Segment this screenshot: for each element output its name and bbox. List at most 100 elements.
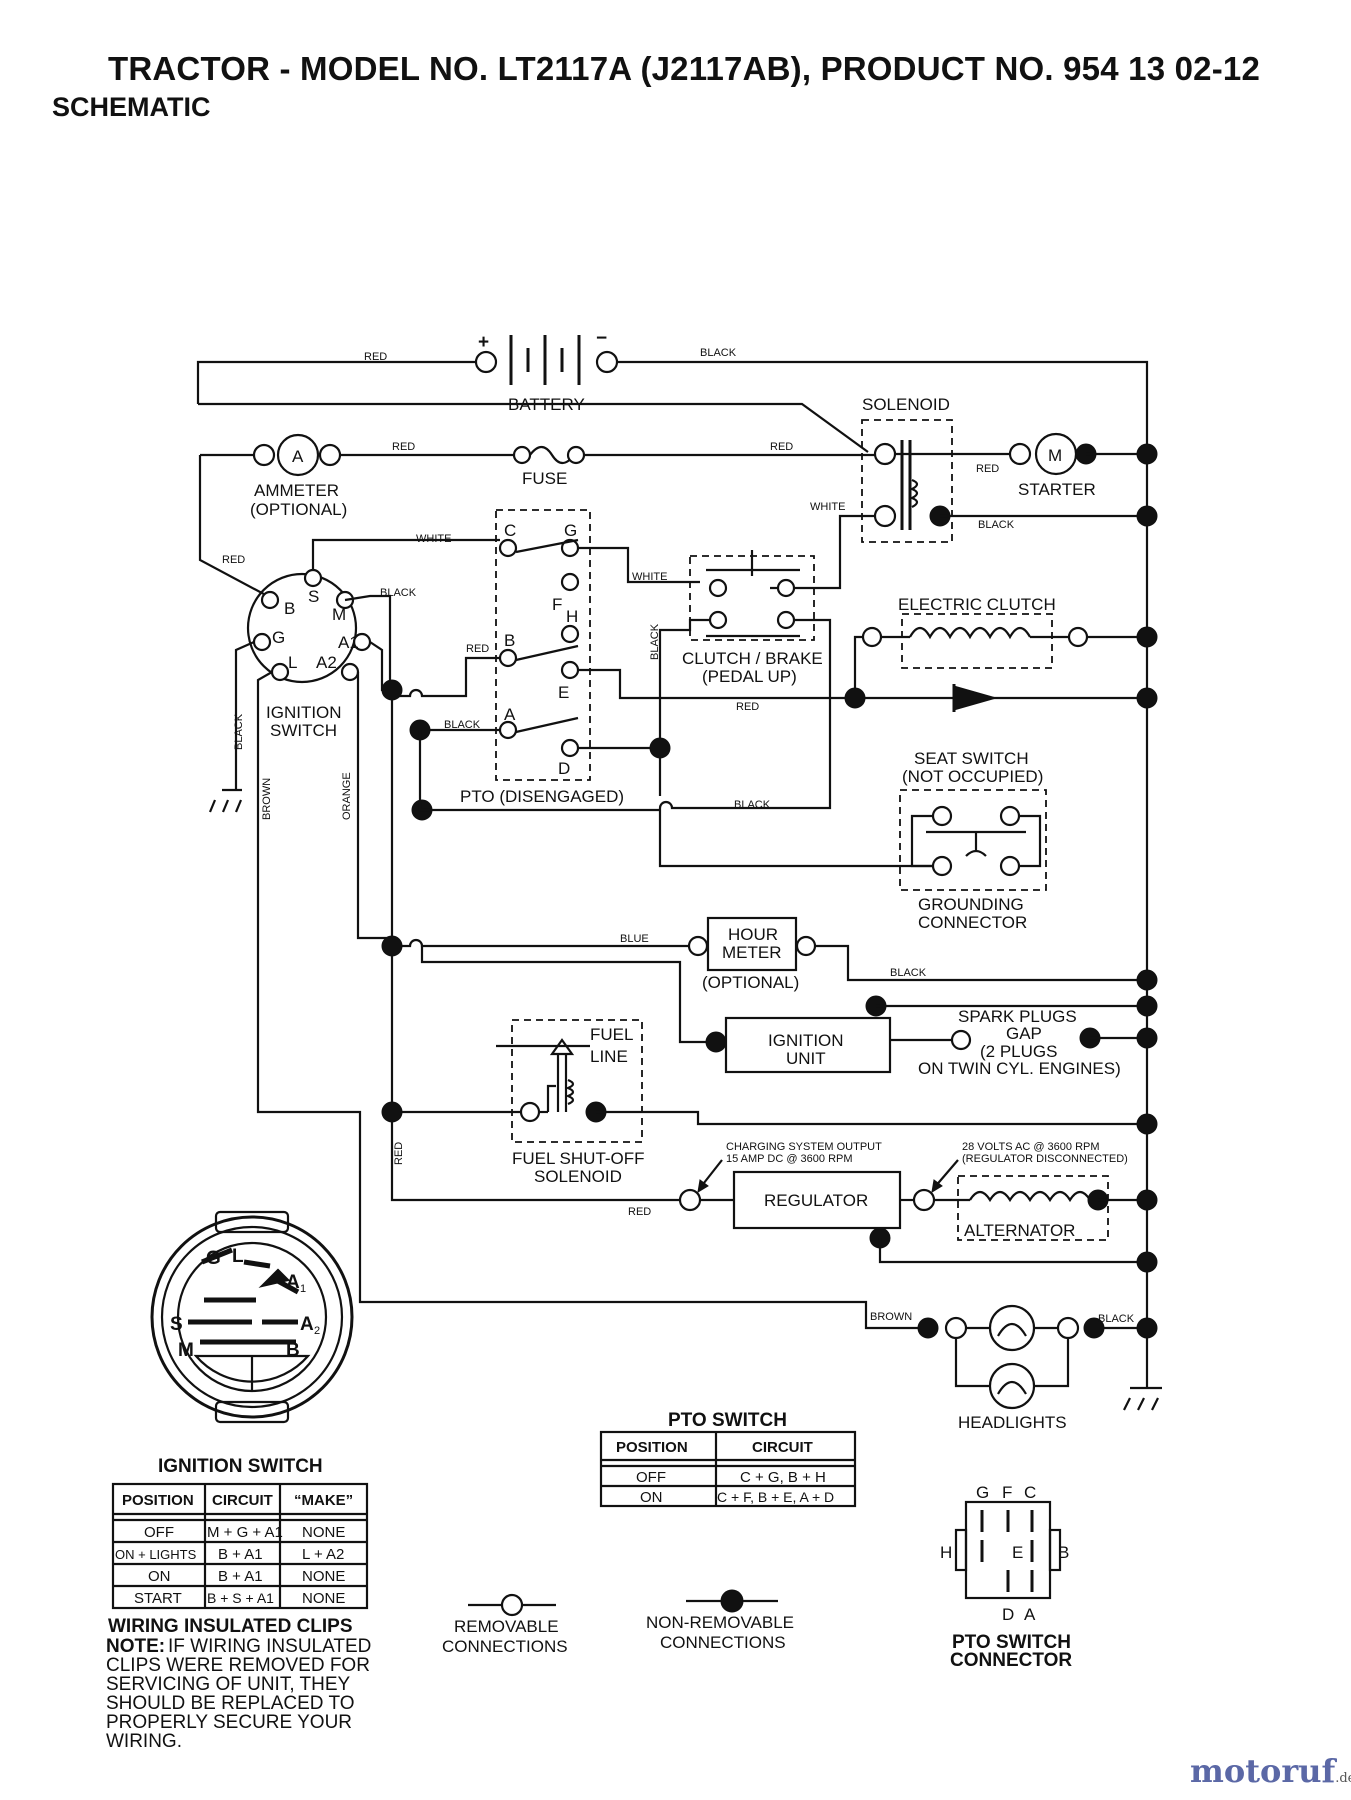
wire-label: RED (392, 441, 415, 453)
conn-e: E (1012, 1543, 1023, 1562)
conn-b: B (1058, 1543, 1069, 1562)
conn-title-2: CONNECTOR (950, 1650, 1072, 1671)
alternator-label: ALTERNATOR (964, 1221, 1075, 1240)
legend: REMOVABLE CONNECTIONS NON-REMOVABLE CONN… (442, 1589, 794, 1656)
seat-switch-label-2: (NOT OCCUPIED) (902, 767, 1043, 786)
face-g: G (206, 1248, 221, 1269)
solenoid: SOLENOID BLACK (861, 395, 1147, 543)
note-line: WIRING. (106, 1731, 182, 1752)
wire-label: BROWN (261, 778, 273, 820)
pto-terminal-a: A (504, 705, 516, 724)
starter: M STARTER RED (976, 432, 1147, 499)
wire-label: WHITE (632, 571, 667, 583)
face-m: M (178, 1340, 194, 1361)
pto-terminal-c: C (504, 521, 516, 540)
pto-th-position: POSITION (616, 1439, 688, 1456)
ign-th-make: “MAKE” (294, 1492, 353, 1509)
wire-label: BLUE (620, 933, 649, 945)
seat-switch: SEAT SWITCH (NOT OCCUPIED) GROUNDING CON… (658, 749, 1047, 932)
electric-clutch: ELECTRIC CLUTCH (853, 595, 1147, 698)
ignition-switch-face: G L A 1 S A 2 M B (150, 1210, 354, 1424)
grounding-label-1: GROUNDING (918, 895, 1024, 914)
note-line: PROPERLY SECURE YOUR (106, 1712, 352, 1733)
watermark-name: motoruf (1190, 1752, 1336, 1790)
conn-f: F (1002, 1483, 1012, 1502)
legend-nonremovable-1: NON-REMOVABLE (646, 1613, 794, 1632)
watermark-suffix: .de (1335, 1771, 1351, 1786)
ign-cell: L + A2 (302, 1546, 344, 1563)
wire-label: RED (393, 1142, 405, 1165)
ign-cell: OFF (144, 1524, 174, 1541)
diode (855, 684, 1147, 712)
volts-label-1: 28 VOLTS AC @ 3600 RPM (962, 1141, 1100, 1153)
conn-d: D (1002, 1605, 1014, 1624)
alternator: ALTERNATOR (934, 1175, 1147, 1241)
wire-label: BROWN (870, 1311, 912, 1323)
ign-cell: ON + LIGHTS (115, 1547, 197, 1562)
volts-label-2: (REGULATOR DISCONNECTED) (962, 1153, 1128, 1165)
wire-label: RED (466, 643, 489, 655)
ign-cell: M + G + A1 (207, 1524, 283, 1541)
ignition-unit: IGNITION UNIT SPARK PLUGS GAP (2 PLUGS O… (420, 946, 1147, 1078)
fuel-line-label-1: FUEL (590, 1025, 633, 1044)
note-label: NOTE: (106, 1636, 165, 1657)
fuel-line-label-2: LINE (590, 1047, 628, 1066)
wire-label: RED (770, 441, 793, 453)
electric-clutch-label: ELECTRIC CLUTCH (898, 595, 1056, 614)
wire-label: RED (976, 463, 999, 475)
ammeter-letter: A (292, 447, 304, 466)
conn-g: G (976, 1483, 989, 1502)
starter-letter: M (1048, 446, 1062, 465)
spark-label-3: (2 PLUGS (980, 1042, 1057, 1061)
pto-terminal-b: B (504, 631, 515, 650)
ignition-switch-table: IGNITION SWITCH POSITION CIRCUIT “MAKE” … (111, 1456, 369, 1610)
ign-cell: START (134, 1590, 182, 1607)
face-a2-sub: 2 (314, 1325, 320, 1337)
solenoid-label: SOLENOID (862, 395, 950, 414)
pto-table-title: PTO SWITCH (668, 1410, 787, 1431)
regulator-label: REGULATOR (764, 1191, 868, 1210)
page-title: TRACTOR - MODEL NO. LT2117A (J2117AB), P… (108, 50, 1261, 87)
conn-c: C (1024, 1483, 1036, 1502)
ign-th-position: POSITION (122, 1492, 194, 1509)
legend-removable-1: REMOVABLE (454, 1617, 559, 1636)
wire-label: RED (736, 701, 759, 713)
fuel-solenoid-label-2: SOLENOID (534, 1167, 622, 1186)
ignition-unit-label-2: UNIT (786, 1049, 826, 1068)
legend-nonremovable-2: CONNECTIONS (660, 1633, 786, 1652)
wire-label: BLACK (649, 623, 661, 660)
pto-terminal-f: F (552, 595, 562, 614)
ign-terminal-a1: A1 (338, 633, 359, 652)
pto-terminal-d: D (558, 759, 570, 778)
wire-label: BLACK (444, 719, 481, 731)
ign-terminal-a2: A2 (316, 653, 337, 672)
fuse-label: FUSE (522, 469, 567, 488)
watermark-logo: motoruf.de (1190, 1752, 1351, 1790)
wire-label: BLACK (1098, 1313, 1135, 1325)
ign-terminal-s: S (308, 587, 319, 606)
ign-table-title: IGNITION SWITCH (158, 1456, 323, 1477)
conn-title-1: PTO SWITCH (952, 1632, 1071, 1653)
ign-label-1: IGNITION (266, 703, 342, 722)
ign-terminal-m: M (332, 605, 346, 624)
clutch-brake-label-1: CLUTCH / BRAKE (682, 649, 823, 668)
pto-cell: C + G, B + H (740, 1469, 826, 1486)
face-s: S (170, 1314, 183, 1335)
pto-label: PTO (DISENGAGED) (460, 787, 624, 806)
ignition-switch: B S M G A1 L A2 IGNITION SWITCH (246, 568, 372, 740)
headlights-label: HEADLIGHTS (958, 1413, 1067, 1432)
wire-label: BLACK (978, 519, 1015, 531)
legend-removable-2: CONNECTIONS (442, 1637, 568, 1656)
ign-cell: B + S + A1 (207, 1590, 274, 1606)
headlights: BROWN BLACK HEADLIGHTS (870, 1304, 1162, 1432)
battery-plus: + (478, 332, 489, 353)
face-a1: A (286, 1272, 300, 1293)
ign-cell: ON (148, 1568, 171, 1585)
clutch-brake-label-2: (PEDAL UP) (702, 667, 797, 686)
hour-meter: BLUE HOUR METER BLACK (OPTIONAL) (392, 916, 1147, 992)
pto-switch-table: PTO SWITCH POSITION CIRCUIT OFF C + G, B… (599, 1410, 857, 1508)
ign-terminal-l: L (288, 653, 297, 672)
wire-label: ORANGE (341, 772, 353, 820)
starter-label: STARTER (1018, 480, 1096, 499)
